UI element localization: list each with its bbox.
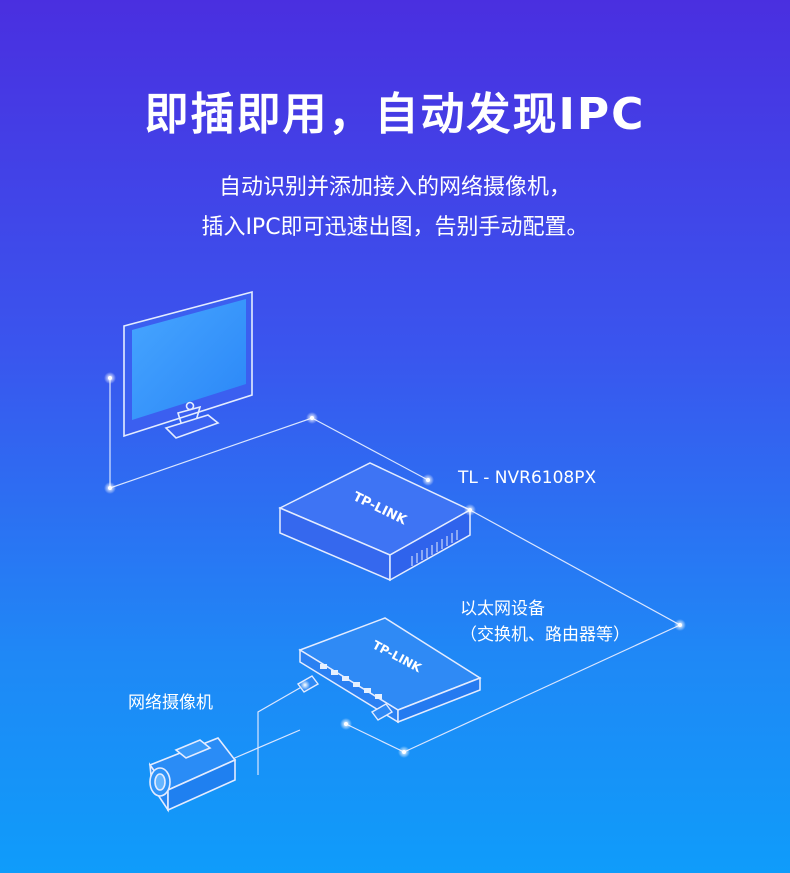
description-line-1: 自动识别并添加接入的网络摄像机， xyxy=(218,175,571,200)
nvr-device-icon xyxy=(278,462,472,582)
switch-label: 以太网设备 （交换机、路由器等） xyxy=(460,596,630,648)
camera-label: 网络摄像机 xyxy=(128,693,213,713)
switch-label-line-1: 以太网设备 xyxy=(460,599,545,619)
switch-device-icon xyxy=(298,617,482,724)
nvr-model-label: TL - NVR6108PX xyxy=(458,468,597,488)
switch-label-line-2: （交换机、路由器等） xyxy=(460,625,630,645)
camera-connection-line xyxy=(257,684,306,775)
description-line-2: 插入IPC即可迅速出图，告别手动配置。 xyxy=(201,215,589,240)
description: 自动识别并添加接入的网络摄像机， 插入IPC即可迅速出图，告别手动配置。 xyxy=(0,168,790,248)
nvr-to-switch-line xyxy=(345,509,682,753)
monitor-icon xyxy=(123,290,253,439)
camera-icon xyxy=(148,737,237,813)
headline: 即插即用，自动发现IPC xyxy=(144,89,646,140)
monitor-connection-line xyxy=(109,378,429,489)
